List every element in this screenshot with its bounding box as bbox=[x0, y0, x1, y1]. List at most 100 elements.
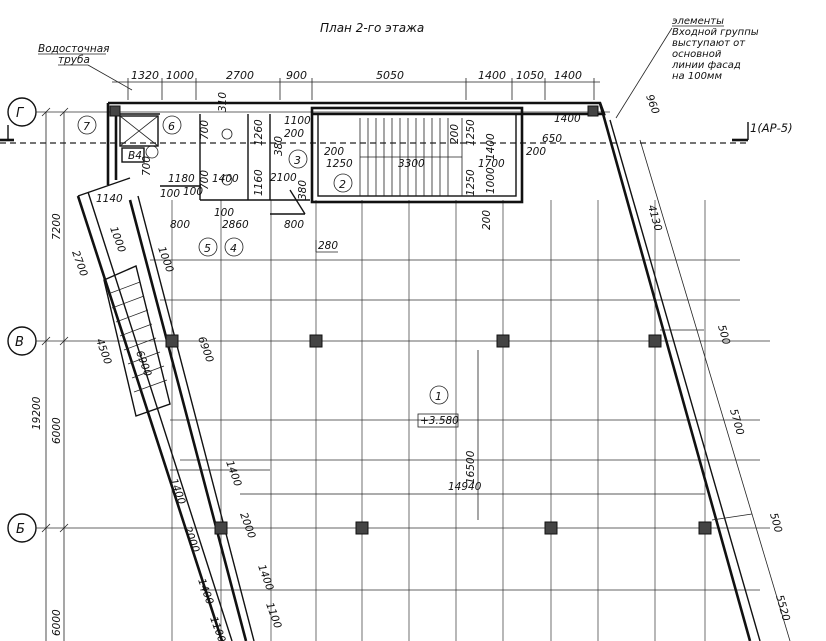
column bbox=[309, 334, 323, 348]
elevation-value: +3.580 bbox=[420, 415, 459, 427]
axis-b-label: Б bbox=[16, 522, 25, 537]
dim-1700: 1700 bbox=[478, 158, 505, 170]
dim-700-a: 700 bbox=[141, 156, 153, 176]
dim-1100-b: 1100 bbox=[263, 601, 284, 631]
dim-1000-a: 1000 bbox=[107, 225, 128, 255]
section-line: 1(АР-5) bbox=[0, 121, 793, 144]
dim-top-1400-b: 1400 bbox=[554, 69, 582, 82]
dim-200-b: 200 bbox=[324, 146, 344, 158]
entrance-note-line-3: выступают от bbox=[672, 38, 746, 49]
dim-16500: 16500 bbox=[465, 450, 477, 484]
dim-280: 280 bbox=[318, 240, 338, 252]
dim-310: 310 bbox=[217, 92, 229, 112]
column bbox=[214, 521, 228, 535]
dim-100-a: 100 bbox=[160, 188, 180, 200]
columns bbox=[109, 105, 712, 535]
dim-4130: 4130 bbox=[645, 204, 664, 233]
dim-380-a: 380 bbox=[273, 136, 285, 156]
dim-100-c: 100 bbox=[214, 207, 234, 219]
room-markers: 1 2 3 4 5 6 7 В4 bbox=[77, 115, 449, 405]
entrance-note-line-1: элементы bbox=[672, 16, 724, 27]
room-1-label: 1 bbox=[435, 390, 442, 403]
right-diagonal-facade bbox=[598, 102, 791, 641]
column bbox=[109, 105, 121, 117]
dim-1000-c: 1000 bbox=[485, 167, 497, 194]
room-5-label: 5 bbox=[204, 242, 211, 255]
dim-1400-f: 1400 bbox=[255, 563, 276, 593]
dim-1100-a: 1100 bbox=[284, 115, 311, 127]
dim-2100: 2100 bbox=[270, 172, 297, 184]
dim-2700: 2700 bbox=[69, 249, 90, 279]
axis-v-marker: В bbox=[7, 326, 37, 356]
room-b4-label: В4 bbox=[128, 150, 142, 162]
dim-500-a: 500 bbox=[715, 324, 732, 347]
column bbox=[496, 334, 510, 348]
dim-2000-b: 2000 bbox=[181, 525, 202, 555]
drainpipe-note: Водосточная труба bbox=[38, 43, 133, 91]
dim-top-5050: 5050 bbox=[376, 69, 404, 82]
column bbox=[648, 334, 662, 348]
dim-1180: 1180 bbox=[168, 173, 195, 185]
column bbox=[544, 521, 558, 535]
dim-200-e: 200 bbox=[481, 210, 493, 230]
drainpipe-note-line-2: труба bbox=[58, 54, 90, 66]
dim-1400-c: 1400 bbox=[554, 113, 581, 125]
dim-200-c: 200 bbox=[449, 124, 461, 144]
axis-b-marker: Б bbox=[7, 513, 37, 543]
dim-650: 650 bbox=[542, 133, 562, 145]
axis-g-label: Г bbox=[16, 106, 25, 121]
dim-3300: 3300 bbox=[398, 158, 425, 170]
entrance-note-line-5: линии фасад bbox=[671, 60, 741, 71]
column bbox=[355, 521, 369, 535]
axis-v-label: В bbox=[15, 335, 24, 350]
room-2-label: 2 bbox=[339, 178, 346, 191]
stair-room-2 bbox=[359, 118, 463, 196]
column bbox=[698, 521, 712, 535]
dim-700-c: 700 bbox=[199, 120, 211, 140]
dim-top-1050: 1050 bbox=[516, 69, 544, 82]
column bbox=[165, 334, 179, 348]
dim-2860: 2860 bbox=[222, 219, 249, 231]
room-6-label: 6 bbox=[168, 120, 175, 133]
dim-200-a: 200 bbox=[284, 128, 304, 140]
left-diagonal-wing bbox=[76, 177, 255, 641]
dim-1260: 1260 bbox=[253, 119, 265, 146]
dim-6000-b: 6000 bbox=[51, 609, 63, 636]
dim-1400-e: 1400 bbox=[167, 477, 188, 507]
dim-100-b: 100 bbox=[183, 186, 203, 198]
entrance-note-line-2: Входной группы bbox=[672, 27, 759, 38]
structural-grid bbox=[36, 111, 770, 641]
section-ref: 1(АР-5) bbox=[750, 121, 793, 135]
dim-5700: 5700 bbox=[727, 408, 746, 437]
dim-500-b: 500 bbox=[767, 512, 784, 535]
dim-top-1320: 1320 bbox=[131, 69, 159, 82]
room-7-label: 7 bbox=[83, 120, 90, 133]
dim-800-a: 800 bbox=[170, 219, 190, 231]
plan-title: План 2-го этажа bbox=[320, 21, 424, 35]
dim-1160: 1160 bbox=[253, 169, 265, 196]
dim-14940: 14940 bbox=[448, 481, 482, 493]
drainpipe-note-line-1: Водосточная bbox=[38, 43, 109, 55]
top-dimension-chain: 1320 1000 2700 900 5050 1400 1050 1400 bbox=[112, 69, 600, 100]
column bbox=[587, 105, 599, 117]
entrance-note: элементы Входной группы выступают от осн… bbox=[615, 16, 759, 119]
elevation-mark: +3.580 bbox=[417, 413, 459, 428]
dim-19200: 19200 bbox=[31, 396, 43, 430]
dim-top-900: 900 bbox=[286, 69, 307, 82]
dim-1250-c: 1250 bbox=[465, 169, 477, 196]
dim-top-1000: 1000 bbox=[166, 69, 194, 82]
dim-6900-b: 6900 bbox=[195, 335, 216, 365]
left-dimension-chain: 7200 19200 6000 6000 bbox=[31, 107, 69, 641]
dim-800-b: 800 bbox=[284, 219, 304, 231]
dim-7200: 7200 bbox=[51, 213, 63, 240]
leader-lines bbox=[170, 240, 753, 521]
dim-1250-a: 1250 bbox=[326, 158, 353, 170]
dim-top-2700: 2700 bbox=[226, 69, 254, 82]
entrance-note-line-4: основной bbox=[672, 49, 722, 60]
dim-1400-a: 1400 bbox=[212, 173, 239, 185]
dim-6000-a: 6000 bbox=[51, 417, 63, 444]
dim-700-b: 700 bbox=[199, 170, 211, 190]
dim-1140: 1140 bbox=[96, 193, 123, 205]
dim-top-1400: 1400 bbox=[478, 69, 506, 82]
